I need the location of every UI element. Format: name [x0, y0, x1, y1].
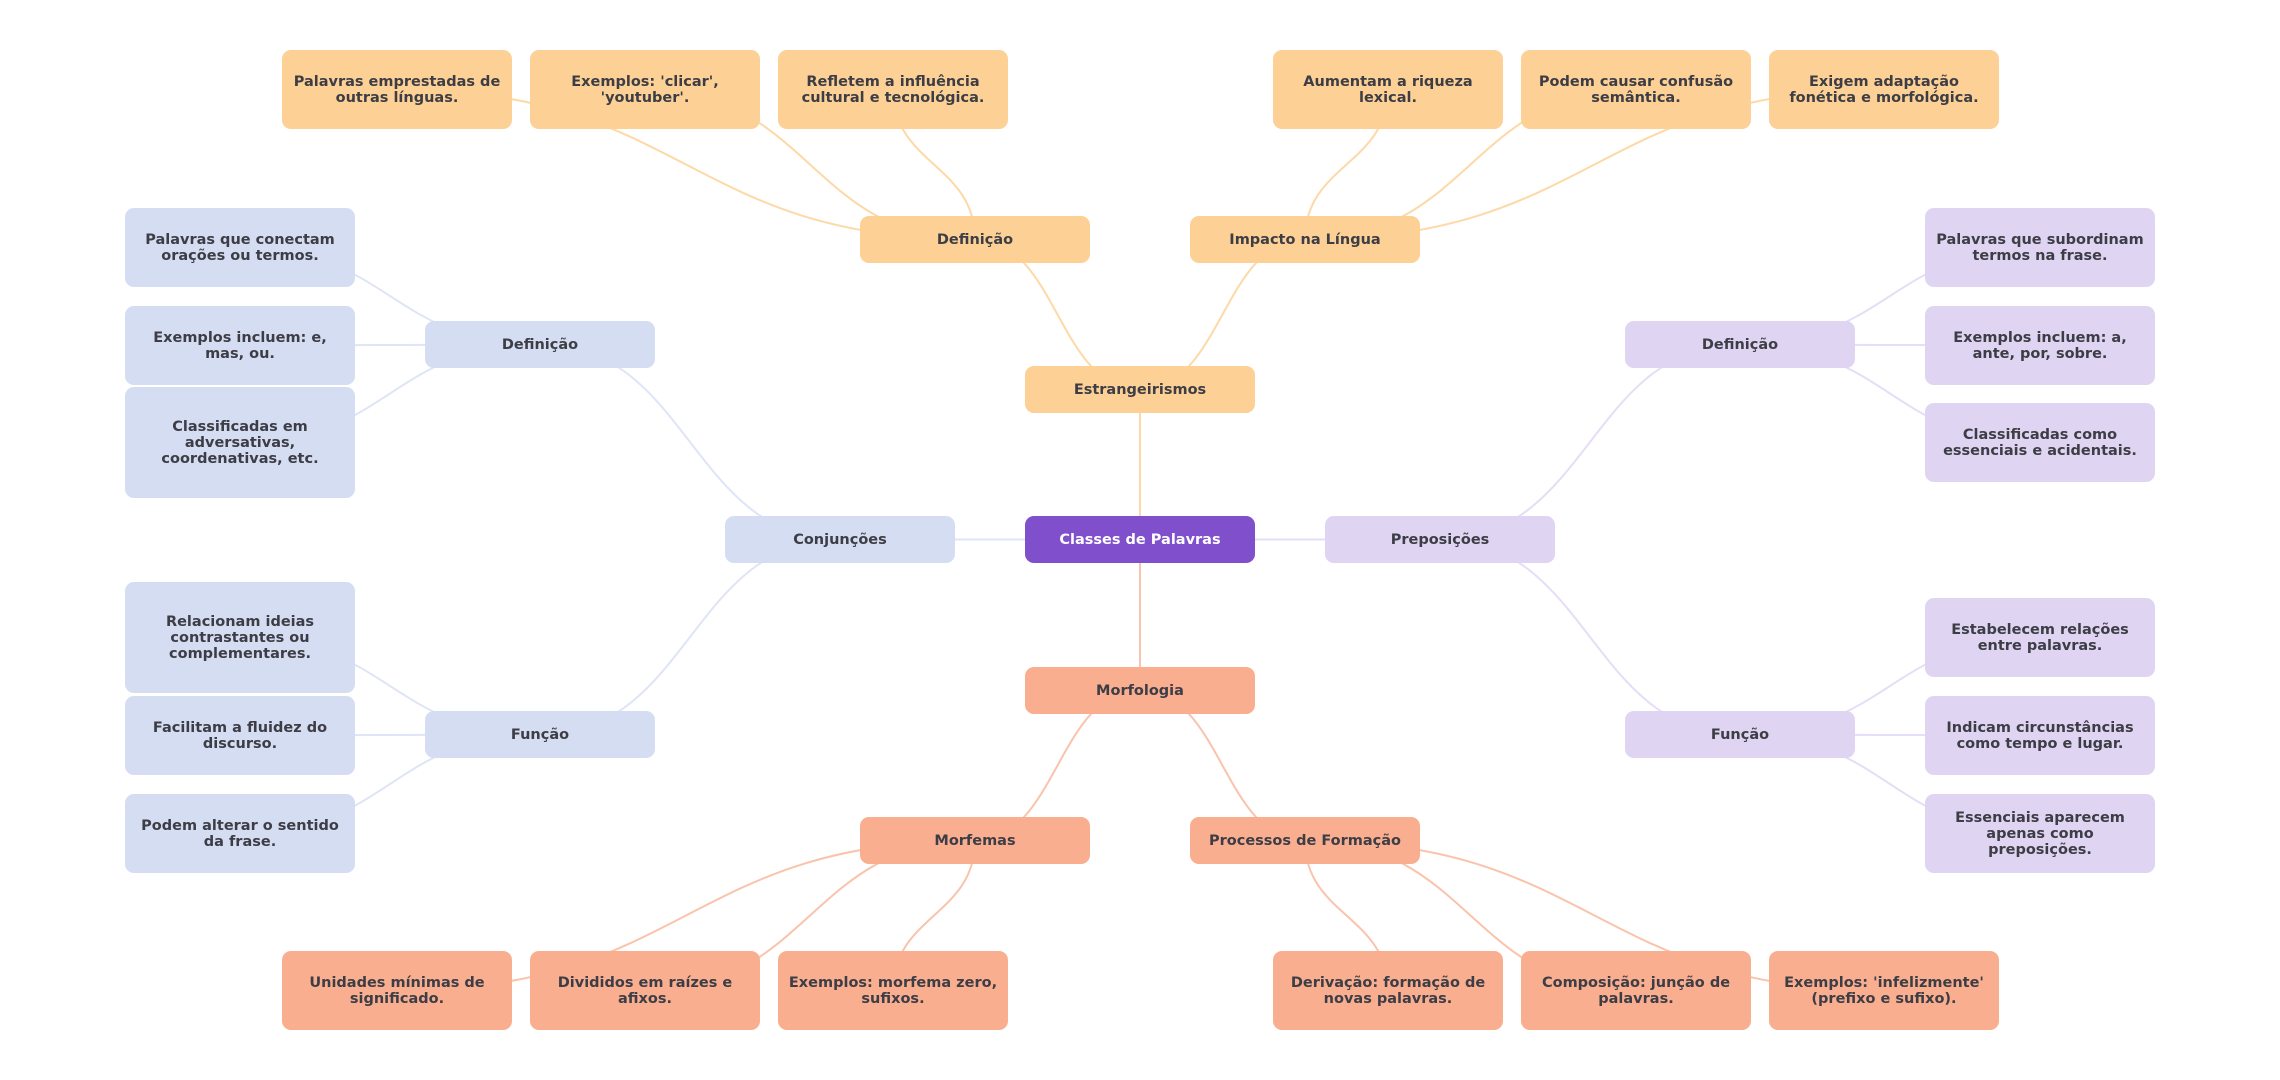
leaf-node[interactable]: Indicam circunstâncias como tempo e luga…: [1925, 696, 2155, 775]
subtopic-label: Função: [1710, 726, 1770, 743]
branch-node-preposicoes[interactable]: Preposições: [1325, 516, 1555, 563]
subtopic-node-estrangeirismos-definicao[interactable]: Definição: [860, 216, 1090, 263]
subtopic-label: Função: [510, 726, 570, 743]
subtopic-node-processos-de-formacao[interactable]: Processos de Formação: [1190, 817, 1420, 864]
leaf-node[interactable]: Palavras emprestadas de outras línguas.: [282, 50, 512, 129]
leaf-node[interactable]: Exemplos incluem: e, mas, ou.: [125, 306, 355, 385]
branch-label: Morfologia: [1096, 682, 1184, 699]
subtopic-node-conjuncoes-funcao[interactable]: Função: [425, 711, 655, 758]
connector-conjuncoes-funcao: [539, 538, 841, 736]
subtopic-node-morfemas[interactable]: Morfemas: [860, 817, 1090, 864]
subtopic-label: Definição: [936, 231, 1014, 248]
leaf-node[interactable]: Composição: junção de palavras.: [1521, 951, 1751, 1030]
leaf-label: Podem alterar o sentido da frase.: [141, 817, 339, 850]
leaf-label: Exemplos incluem: e, mas, ou.: [153, 329, 327, 362]
leaf-label: Refletem a influência cultural e tecnoló…: [801, 73, 985, 106]
leaf-node[interactable]: Exemplos: morfema zero, sufixos.: [778, 951, 1008, 1030]
root-node-label: Classes de Palavras: [1059, 531, 1221, 548]
connector-preposicoes-definicao: [1439, 343, 1741, 541]
subtopic-label: Processos de Formação: [1209, 832, 1401, 849]
branch-node-conjuncoes[interactable]: Conjunções: [725, 516, 955, 563]
leaf-label: Classificadas como essenciais e acidenta…: [1943, 426, 2137, 459]
connector-conjuncoes-definicao: [539, 343, 841, 541]
leaf-node[interactable]: Exemplos incluem: a, ante, por, sobre.: [1925, 306, 2155, 385]
subtopic-label: Definição: [1701, 336, 1779, 353]
leaf-node[interactable]: Palavras que conectam orações ou termos.: [125, 208, 355, 287]
leaf-node[interactable]: Derivação: formação de novas palavras.: [1273, 951, 1503, 1030]
leaf-label: Exemplos: 'clicar', 'youtuber'.: [571, 73, 719, 106]
leaf-label: Divididos em raízes e afixos.: [557, 974, 733, 1007]
leaf-label: Essenciais aparecem apenas como preposiç…: [1955, 809, 2125, 858]
branch-node-estrangeirismos[interactable]: Estrangeirismos: [1025, 366, 1255, 413]
branch-label: Estrangeirismos: [1073, 381, 1207, 398]
leaf-node[interactable]: Refletem a influência cultural e tecnoló…: [778, 50, 1008, 129]
subtopic-label: Definição: [501, 336, 579, 353]
leaf-label: Exemplos: morfema zero, sufixos.: [788, 974, 998, 1007]
leaf-label: Palavras emprestadas de outras línguas.: [293, 73, 501, 106]
branch-label: Conjunções: [793, 531, 887, 548]
leaf-label: Aumentam a riqueza lexical.: [1303, 73, 1473, 106]
subtopic-node-conjuncoes-definicao[interactable]: Definição: [425, 321, 655, 368]
leaf-node[interactable]: Exemplos: 'infelizmente' (prefixo e sufi…: [1769, 951, 1999, 1030]
leaf-node[interactable]: Classificadas em adversativas, coordenat…: [125, 387, 355, 498]
leaf-label: Composição: junção de palavras.: [1541, 974, 1731, 1007]
leaf-label: Podem causar confusão semântica.: [1538, 73, 1734, 106]
leaf-node[interactable]: Essenciais aparecem apenas como preposiç…: [1925, 794, 2155, 873]
leaf-node[interactable]: Unidades mínimas de significado.: [282, 951, 512, 1030]
leaf-node[interactable]: Aumentam a riqueza lexical.: [1273, 50, 1503, 129]
leaf-label: Exemplos: 'infelizmente' (prefixo e sufi…: [1784, 974, 1984, 1007]
leaf-label: Exemplos incluem: a, ante, por, sobre.: [1953, 329, 2127, 362]
leaf-node[interactable]: Podem causar confusão semântica.: [1521, 50, 1751, 129]
leaf-label: Classificadas em adversativas, coordenat…: [161, 418, 319, 467]
subtopic-node-preposicoes-definicao[interactable]: Definição: [1625, 321, 1855, 368]
leaf-label: Palavras que conectam orações ou termos.: [145, 231, 335, 264]
leaf-label: Palavras que subordinam termos na frase.: [1936, 231, 2144, 264]
branch-node-morfologia[interactable]: Morfologia: [1025, 667, 1255, 714]
leaf-label: Derivação: formação de novas palavras.: [1290, 974, 1486, 1007]
leaf-label: Relacionam ideias contrastantes ou compl…: [165, 613, 315, 662]
leaf-node[interactable]: Palavras que subordinam termos na frase.: [1925, 208, 2155, 287]
subtopic-node-impacto-na-lingua[interactable]: Impacto na Língua: [1190, 216, 1420, 263]
leaf-node[interactable]: Classificadas como essenciais e acidenta…: [1925, 403, 2155, 482]
leaf-label: Facilitam a fluidez do discurso.: [152, 719, 328, 752]
connector-preposicoes-funcao: [1439, 538, 1741, 736]
leaf-label: Unidades mínimas de significado.: [309, 974, 485, 1007]
leaf-node[interactable]: Exemplos: 'clicar', 'youtuber'.: [530, 50, 760, 129]
leaf-node[interactable]: Estabelecem relações entre palavras.: [1925, 598, 2155, 677]
leaf-node[interactable]: Podem alterar o sentido da frase.: [125, 794, 355, 873]
leaf-node[interactable]: Facilitam a fluidez do discurso.: [125, 696, 355, 775]
branch-label: Preposições: [1390, 531, 1490, 548]
leaf-node[interactable]: Exigem adaptação fonética e morfológica.: [1769, 50, 1999, 129]
root-node-classes-de-palavras[interactable]: Classes de Palavras: [1025, 516, 1255, 563]
subtopic-label: Morfemas: [934, 832, 1016, 849]
leaf-label: Indicam circunstâncias como tempo e luga…: [1946, 719, 2134, 752]
subtopic-label: Impacto na Língua: [1229, 231, 1381, 248]
leaf-node[interactable]: Relacionam ideias contrastantes ou compl…: [125, 582, 355, 693]
leaf-label: Estabelecem relações entre palavras.: [1951, 621, 2129, 654]
leaf-label: Exigem adaptação fonética e morfológica.: [1789, 73, 1979, 106]
subtopic-node-preposicoes-funcao[interactable]: Função: [1625, 711, 1855, 758]
leaf-node[interactable]: Divididos em raízes e afixos.: [530, 951, 760, 1030]
